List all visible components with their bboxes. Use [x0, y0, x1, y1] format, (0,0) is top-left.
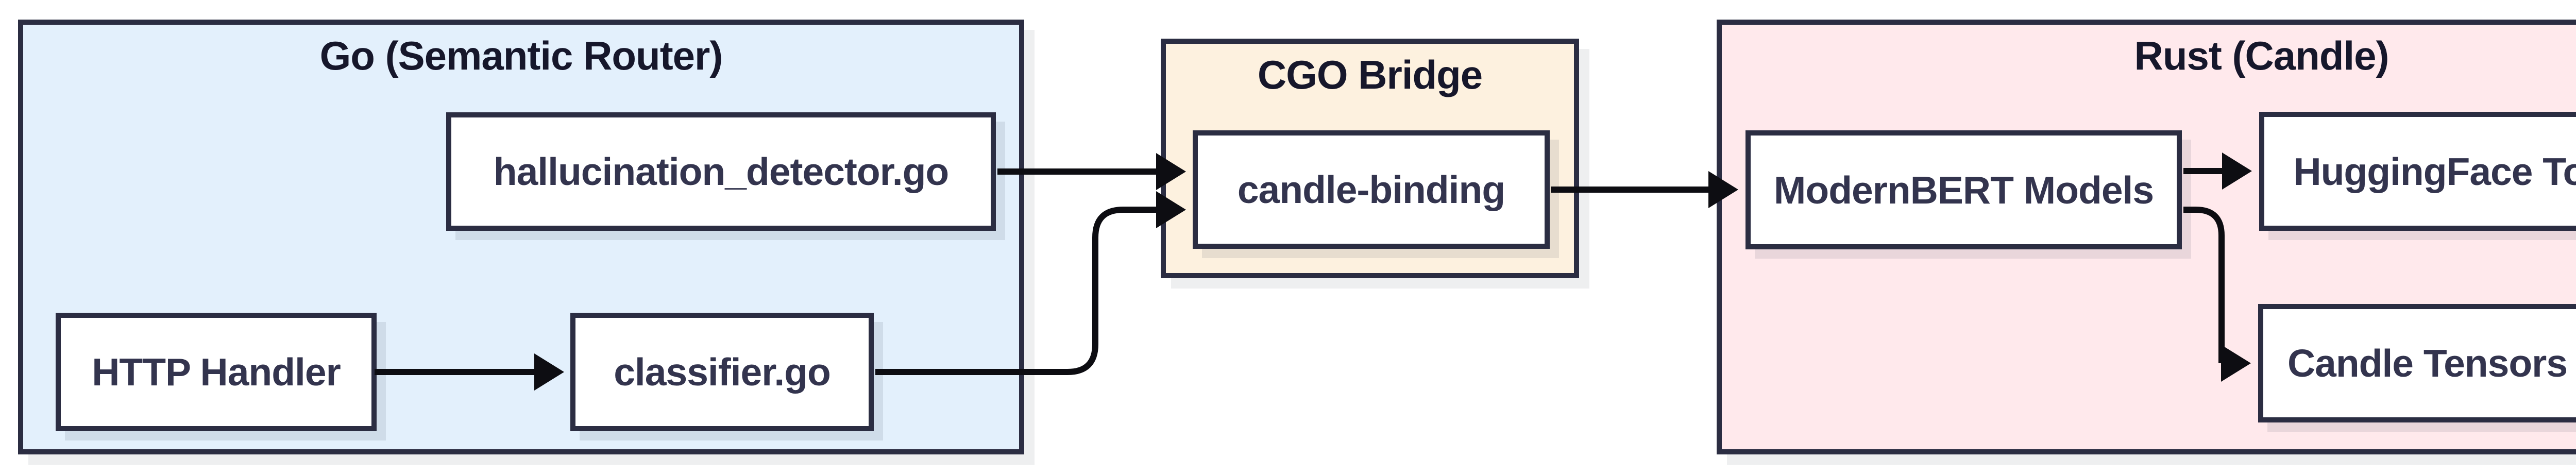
node-http-handler: HTTP Handler: [56, 313, 377, 431]
group-title-go: Go (Semantic Router): [319, 33, 723, 78]
edge-hallucination-detector-to-candle-binding: [997, 153, 1186, 190]
node-candle-tensors: Candle Tensors: [2258, 304, 2576, 422]
node-hallucination-detector-go: hallucination_detector.go: [446, 112, 996, 231]
node-modernbert-models: ModernBERT Models: [1745, 130, 2182, 249]
node-huggingface-tokenizers: HuggingFace Tokenizers: [2259, 112, 2576, 231]
node-classifier-go: classifier.go: [570, 313, 874, 431]
node-candle-binding: candle-binding: [1193, 130, 1550, 249]
group-title-cgo-bridge: CGO Bridge: [1257, 52, 1483, 97]
group-title-rust-candle: Rust (Candle): [2134, 33, 2389, 78]
